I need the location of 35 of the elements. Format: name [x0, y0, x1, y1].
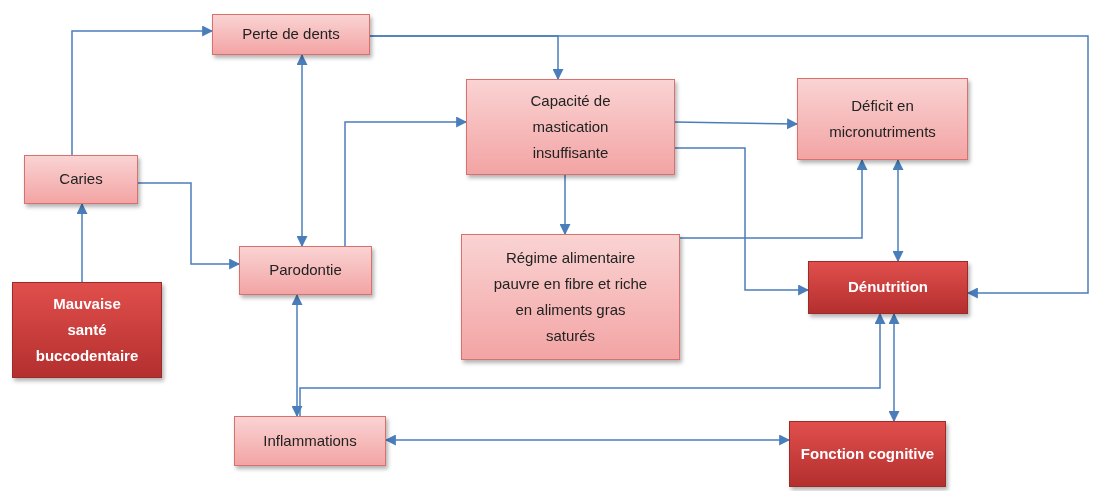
process-box — [808, 261, 968, 314]
box-label: Dénutrition — [848, 277, 928, 298]
process-box — [239, 246, 372, 295]
arrow — [888, 312, 900, 423]
arrow — [137, 182, 241, 270]
process-box — [466, 79, 675, 175]
arrow — [892, 158, 904, 263]
arrow — [344, 116, 468, 247]
arrow — [71, 25, 214, 156]
process-box — [234, 416, 386, 466]
box-label: Parodontie — [269, 260, 342, 281]
box-label: Déficit en micronutriments — [828, 95, 937, 142]
process-box — [212, 14, 370, 55]
box-label: Capacité de mastication insuffisante — [529, 90, 612, 164]
arrow — [674, 147, 810, 296]
arrow — [76, 202, 88, 283]
box-label: Fonction cognitive — [800, 443, 935, 464]
process-box — [797, 78, 968, 160]
arrow — [384, 434, 791, 446]
arrow — [559, 174, 571, 236]
process-box — [461, 234, 680, 360]
box-label: Perte de dents — [242, 24, 340, 45]
arrow — [674, 118, 799, 130]
arrow — [296, 53, 308, 248]
arrow — [291, 293, 303, 418]
box-label: Caries — [59, 169, 103, 190]
box-label: Inflammations — [263, 430, 357, 451]
arrow — [679, 158, 868, 239]
box-label: Régime alimentaire pauvre en fibre et riche en aliments gras saturés — [492, 247, 649, 347]
process-box — [12, 282, 162, 378]
arrow — [299, 312, 886, 417]
process-box — [789, 421, 946, 487]
box-label: Mauvaise santé buccodentaire — [35, 293, 139, 367]
arrow — [369, 35, 1089, 299]
process-box — [24, 155, 138, 204]
